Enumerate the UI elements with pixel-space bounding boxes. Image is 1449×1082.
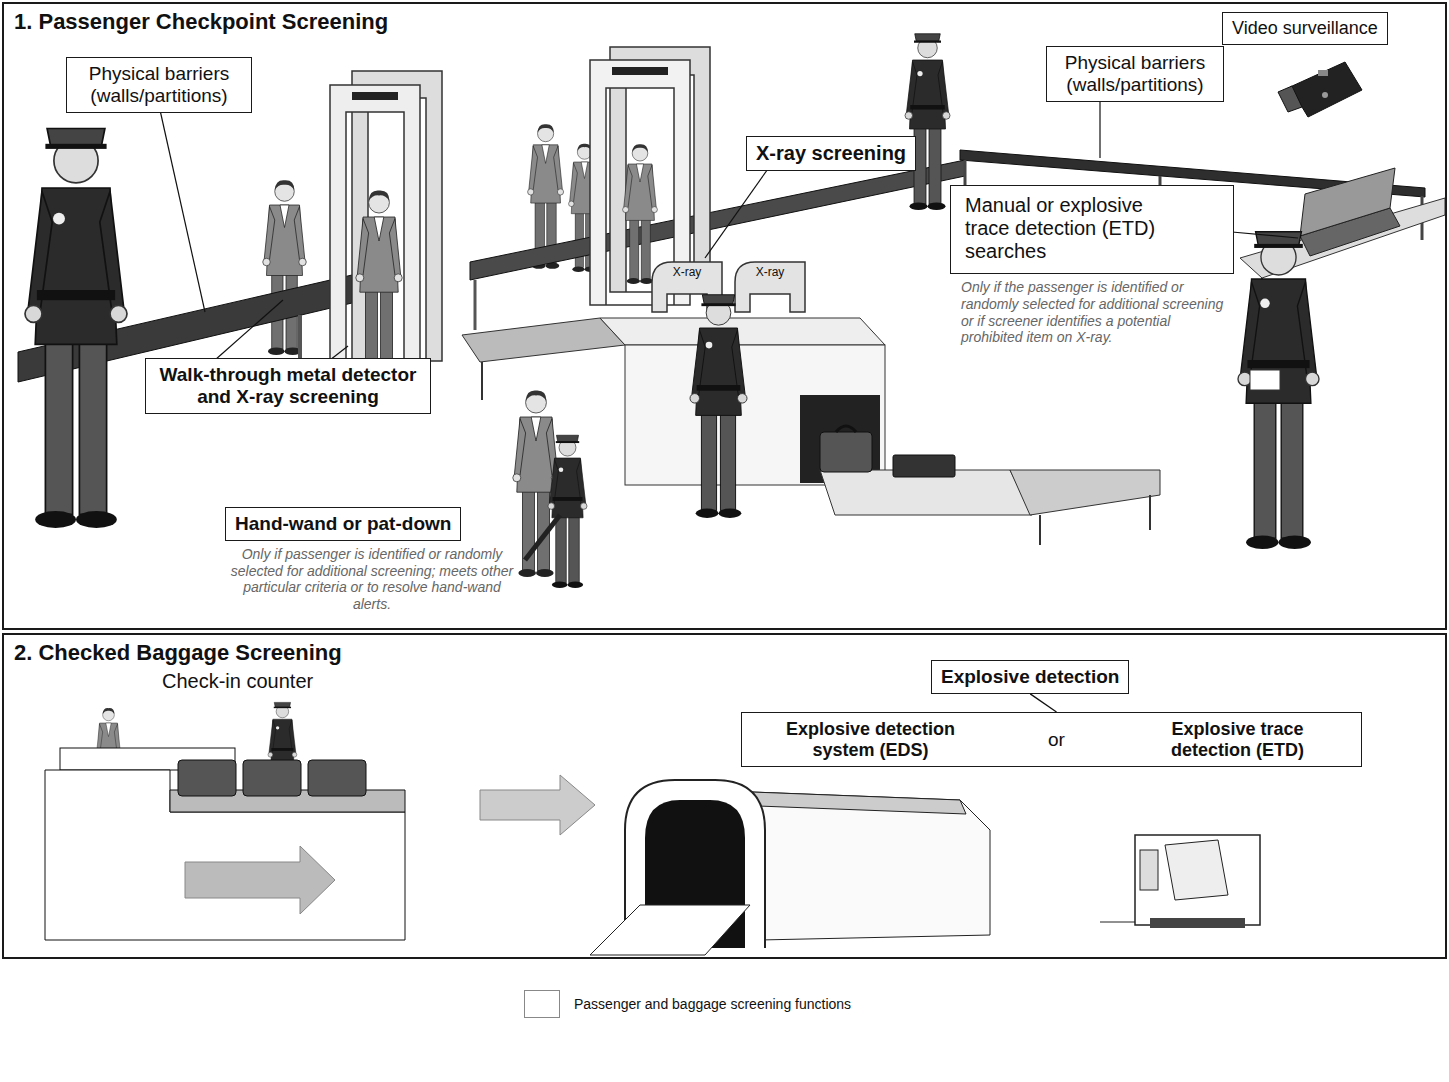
xray-machine — [893, 455, 955, 477]
checkin-counter — [45, 748, 405, 940]
eds-machine — [590, 905, 750, 955]
xray-machine — [1010, 470, 1160, 515]
xray-machine — [600, 318, 885, 345]
note-text: Only if the passenger is identified or r… — [961, 279, 1233, 346]
checkin-counter — [185, 846, 335, 914]
area-label: Check-in counter — [162, 670, 313, 693]
guard-figure — [690, 295, 747, 518]
callout-label: Walk-through metal detector and X-ray sc… — [155, 364, 421, 408]
xray-machine — [462, 318, 625, 362]
callout-box: Physical barriers (walls/partitions) — [66, 57, 252, 113]
etd-machine — [1140, 850, 1158, 890]
machine-label: X-ray — [756, 266, 785, 280]
physical-barrier — [474, 280, 477, 330]
callout-label: Video surveillance — [1232, 18, 1378, 39]
legend-entry: Passenger and baggage screening function… — [524, 990, 851, 1018]
etd-machine — [1135, 835, 1260, 925]
search-table — [1300, 168, 1395, 236]
callout-box: Hand-wand or pat-downOnly if passenger i… — [225, 507, 461, 541]
leader-line — [705, 166, 770, 258]
legend: Passenger and baggage screening function… — [524, 990, 851, 1018]
eds-machine — [590, 780, 990, 955]
checkin-counter — [308, 760, 366, 796]
callout-label: Physical barriers (walls/partitions) — [1056, 52, 1214, 96]
leader-line — [1099, 96, 1100, 158]
metal-detector — [330, 85, 420, 375]
paper — [1250, 370, 1280, 390]
video-camera — [1278, 62, 1362, 117]
function-label: Explosive trace detection (ETD) — [1130, 719, 1345, 760]
callout-label: Physical barriers (walls/partitions) — [76, 63, 242, 107]
guard-figure — [25, 129, 127, 529]
guard-figure — [1238, 232, 1319, 549]
panel-heading: 2. Checked Baggage Screening — [14, 640, 342, 665]
xray-hood — [735, 262, 805, 312]
callout-box: Manual or explosive trace detection (ETD… — [950, 185, 1234, 274]
xray-machine — [820, 432, 872, 472]
metal-detector — [612, 67, 668, 75]
hand-wand — [525, 515, 560, 560]
guard-figure — [548, 435, 587, 588]
callout-box: Physical barriers (walls/partitions) — [1046, 46, 1224, 102]
leader-line — [160, 96, 1298, 360]
metal-detector — [330, 85, 420, 375]
callout-box: Video surveillance — [1222, 12, 1388, 45]
function-label: Explosive detection system (EDS) — [758, 719, 983, 760]
function-box: Explosive detection system (EDS) or Explos… — [741, 712, 1362, 767]
xray-machine — [481, 362, 483, 400]
etd-machine — [1100, 835, 1260, 928]
video-camera — [1290, 62, 1362, 117]
passenger-figure — [623, 144, 658, 284]
callout-label: X-ray screening — [756, 142, 906, 165]
video-camera — [1278, 86, 1302, 112]
callout-box: X-ray screening — [746, 136, 916, 171]
note-text: Only if passenger is identified or rando… — [226, 546, 518, 613]
flow-arrow — [480, 775, 595, 835]
xray-machine — [836, 426, 856, 432]
machine-label: X-ray — [673, 266, 702, 280]
screening-panel: 1. Passenger Checkpoint ScreeningPhysica… — [2, 2, 1447, 630]
etd-machine — [1150, 918, 1245, 928]
leader-line — [160, 110, 205, 312]
video-camera — [1318, 70, 1328, 76]
etd-machine — [1100, 922, 1135, 923]
video-camera — [1322, 92, 1328, 98]
callout-label: Hand-wand or pat-down — [235, 513, 451, 535]
etd-machine — [1165, 840, 1228, 900]
legend-swatch — [524, 990, 560, 1018]
leader-line — [215, 300, 283, 360]
function-label: Explosive detection — [941, 666, 1119, 688]
passenger-figure — [356, 191, 402, 377]
xray-machine — [1039, 515, 1041, 545]
function-box: Explosive detection — [931, 660, 1129, 694]
callout-box: Walk-through metal detector and X-ray sc… — [145, 358, 431, 414]
callout-label: Manual or explosive trace detection (ETD… — [965, 194, 1189, 263]
leader-line — [1232, 232, 1298, 238]
xray-machine — [1149, 495, 1151, 530]
xray-machine — [800, 395, 880, 483]
guard-figure — [905, 34, 950, 210]
connector-word: or — [1048, 729, 1065, 751]
checkin-counter — [243, 760, 301, 796]
xray-machine — [625, 345, 885, 485]
connector-line — [1030, 694, 1056, 712]
metal-detector — [352, 92, 398, 100]
panel-heading: 1. Passenger Checkpoint Screening — [14, 9, 388, 34]
legend-label: Passenger and baggage screening function… — [574, 996, 851, 1012]
checkin-counter — [178, 760, 236, 796]
